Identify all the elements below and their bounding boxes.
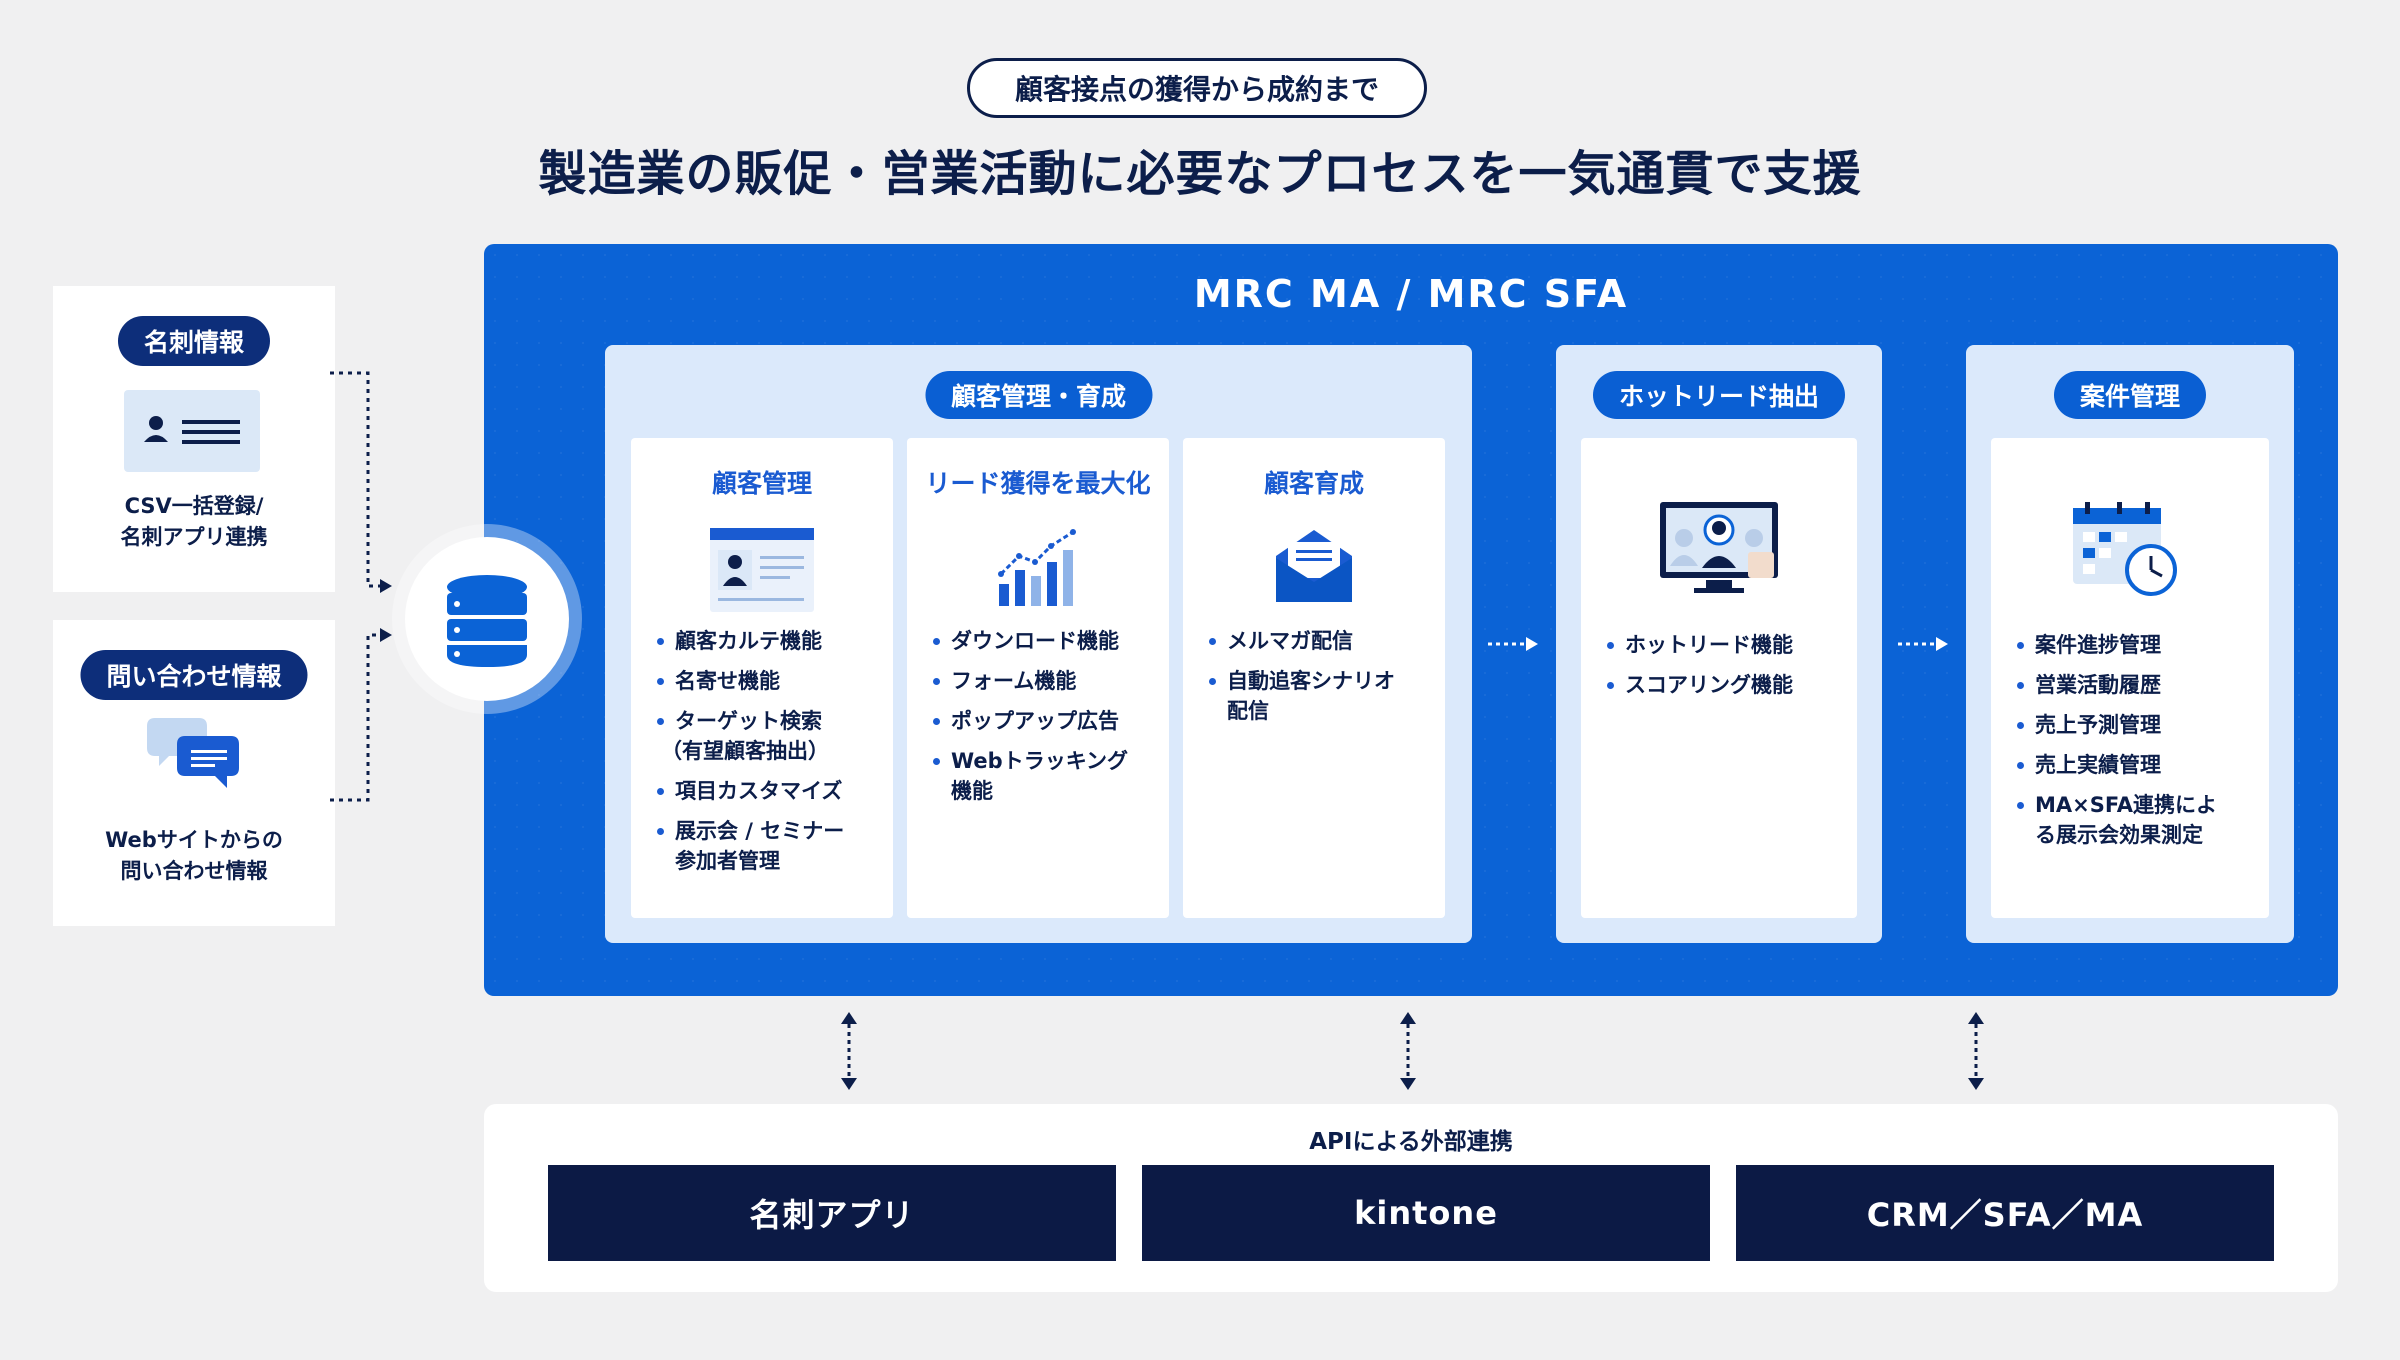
- calendar-clock-icon: [2069, 500, 2181, 598]
- feature-text: フォーム機能: [951, 669, 1077, 693]
- column-title: リード獲得を最大化: [925, 469, 1151, 498]
- feature-text: ターゲット検索: [675, 709, 822, 733]
- feature-item: 営業活動履歴: [2015, 670, 2259, 700]
- feature-text: 参加者管理: [675, 849, 780, 873]
- monitor-user-icon: [1656, 500, 1782, 596]
- business-card-icon: [124, 390, 260, 472]
- column-lead-acquisition: リード獲得を最大化 ダウンロード機能 フォーム機能 ポップアップ広告 Webトラ…: [907, 438, 1169, 918]
- column-hot-lead: ホットリード機能 スコアリング機能: [1581, 438, 1857, 918]
- feature-item: フォーム機能: [931, 666, 1159, 696]
- group-badge: ホットリード抽出: [1592, 371, 1846, 419]
- panel-title: MRC MA / MRC SFA: [1193, 272, 1629, 316]
- header-tag: 顧客接点の獲得から成約まで: [967, 58, 1427, 118]
- feature-item: 自動追客シナリオ: [1207, 666, 1435, 696]
- api-integration-box: APIによる外部連携 名刺アプリ kintone CRM／SFA／MA: [484, 1104, 2338, 1292]
- feature-text: る展示会効果測定: [2035, 823, 2203, 847]
- source-text-line: CSV一括登録/: [124, 494, 264, 518]
- source-card-business-card: 名刺情報 CSV一括登録/ 名刺アプリ連携: [53, 286, 335, 592]
- feature-text: メルマガ配信: [1227, 629, 1353, 653]
- feature-text: 配信: [1227, 699, 1269, 723]
- feature-item: ホットリード機能: [1605, 630, 1847, 660]
- group-badge: 案件管理: [2053, 371, 2207, 419]
- feature-item: Webトラッキング: [931, 746, 1159, 776]
- feature-item-continuation: 参加者管理: [655, 846, 883, 876]
- customer-profile-icon: [708, 526, 816, 614]
- feature-text: ダウンロード機能: [951, 629, 1119, 653]
- feature-text: 自動追客シナリオ: [1227, 669, 1395, 693]
- feature-item: 売上予測管理: [2015, 710, 2259, 740]
- api-title: APIによる外部連携: [1309, 1129, 1513, 1155]
- feature-text: Webトラッキング: [951, 749, 1129, 773]
- feature-item: 案件進捗管理: [2015, 630, 2259, 660]
- group-hot-lead: ホットリード抽出 ホットリード機能 スコアリング機能: [1556, 345, 1882, 943]
- feature-text: 案件進捗管理: [2035, 633, 2161, 657]
- feature-text: 展示会 / セミナー: [675, 819, 845, 843]
- growth-chart-icon: [993, 524, 1085, 610]
- feature-text: MA×SFA連携によ: [2035, 793, 2218, 817]
- feature-item: 展示会 / セミナー: [655, 816, 883, 846]
- feature-text: （有望顧客抽出）: [661, 739, 829, 763]
- source-text-line: 問い合わせ情報: [120, 859, 268, 883]
- bidirectional-arrow: [1400, 1012, 1416, 1090]
- feature-item: 名寄せ機能: [655, 666, 883, 696]
- feature-item: メルマガ配信: [1207, 626, 1435, 656]
- api-business-card-app[interactable]: 名刺アプリ: [548, 1165, 1116, 1261]
- feature-text: スコアリング機能: [1625, 673, 1793, 697]
- feature-item-continuation: （有望顧客抽出）: [655, 736, 883, 766]
- feature-item: 顧客カルテ機能: [655, 626, 883, 656]
- bidirectional-arrow: [841, 1012, 857, 1090]
- flow-arrow: [1898, 637, 1948, 651]
- feature-item-continuation: 機能: [931, 776, 1159, 806]
- feature-item: MA×SFA連携によ: [2015, 790, 2259, 820]
- source-badge: 名刺情報: [117, 316, 271, 366]
- column-title: 顧客管理: [711, 469, 812, 498]
- database-icon: [392, 524, 582, 714]
- feature-text: ホットリード機能: [1625, 633, 1793, 657]
- source-connectors: [330, 371, 392, 802]
- source-badge: 問い合わせ情報: [80, 650, 308, 700]
- feature-text: ポップアップ広告: [951, 709, 1119, 733]
- source-text-line: 名刺アプリ連携: [120, 525, 268, 549]
- chat-bubbles-icon: [143, 716, 243, 796]
- feature-item: スコアリング機能: [1605, 670, 1847, 700]
- page-title: 製造業の販促・営業活動に必要なプロセスを一気通貫で支援: [538, 146, 1862, 202]
- feature-item-continuation: 配信: [1207, 696, 1435, 726]
- feature-item: 売上実績管理: [2015, 750, 2259, 780]
- feature-text: 売上予測管理: [2035, 713, 2161, 737]
- feature-item: 項目カスタマイズ: [655, 776, 883, 806]
- group-deal-management: 案件管理 案件進捗管理 営業活動履歴 売上予測管: [1966, 345, 2294, 943]
- feature-text: 顧客カルテ機能: [675, 629, 822, 653]
- column-deal-management: 案件進捗管理 営業活動履歴 売上予測管理 売上実績管理 MA×SFA連携によ る…: [1991, 438, 2269, 918]
- feature-item: ターゲット検索: [655, 706, 883, 736]
- source-card-inquiry: 問い合わせ情報 Webサイトからの 問い合わせ情報: [53, 620, 335, 926]
- feature-text: 名寄せ機能: [675, 669, 780, 693]
- source-text-line: Webサイトからの: [105, 828, 283, 852]
- feature-text: 機能: [951, 779, 993, 803]
- mail-envelope-icon: [1274, 528, 1354, 604]
- feature-item-continuation: る展示会効果測定: [2015, 820, 2259, 850]
- group-customer-management: 顧客管理・育成 顧客管理 顧客カルテ機能 名寄せ機能 ターゲット検索 （有望顧客…: [605, 345, 1472, 943]
- bidirectional-arrow: [1968, 1012, 1984, 1090]
- api-kintone[interactable]: kintone: [1142, 1165, 1710, 1261]
- api-crm-sfa-ma[interactable]: CRM／SFA／MA: [1736, 1165, 2274, 1261]
- feature-item: ポップアップ広告: [931, 706, 1159, 736]
- feature-text: 営業活動履歴: [2035, 673, 2161, 697]
- flow-arrow: [1488, 637, 1538, 651]
- column-customer-management: 顧客管理 顧客カルテ機能 名寄せ機能 ターゲット検索 （有望顧客抽出） 項目カス…: [631, 438, 893, 918]
- feature-text: 売上実績管理: [2035, 753, 2161, 777]
- feature-text: 項目カスタマイズ: [675, 779, 843, 803]
- feature-item: ダウンロード機能: [931, 626, 1159, 656]
- column-title: 顧客育成: [1263, 469, 1364, 498]
- column-customer-nurturing: 顧客育成 メルマガ配信 自動追客シナリオ 配信: [1183, 438, 1445, 918]
- group-badge: 顧客管理・育成: [924, 371, 1153, 419]
